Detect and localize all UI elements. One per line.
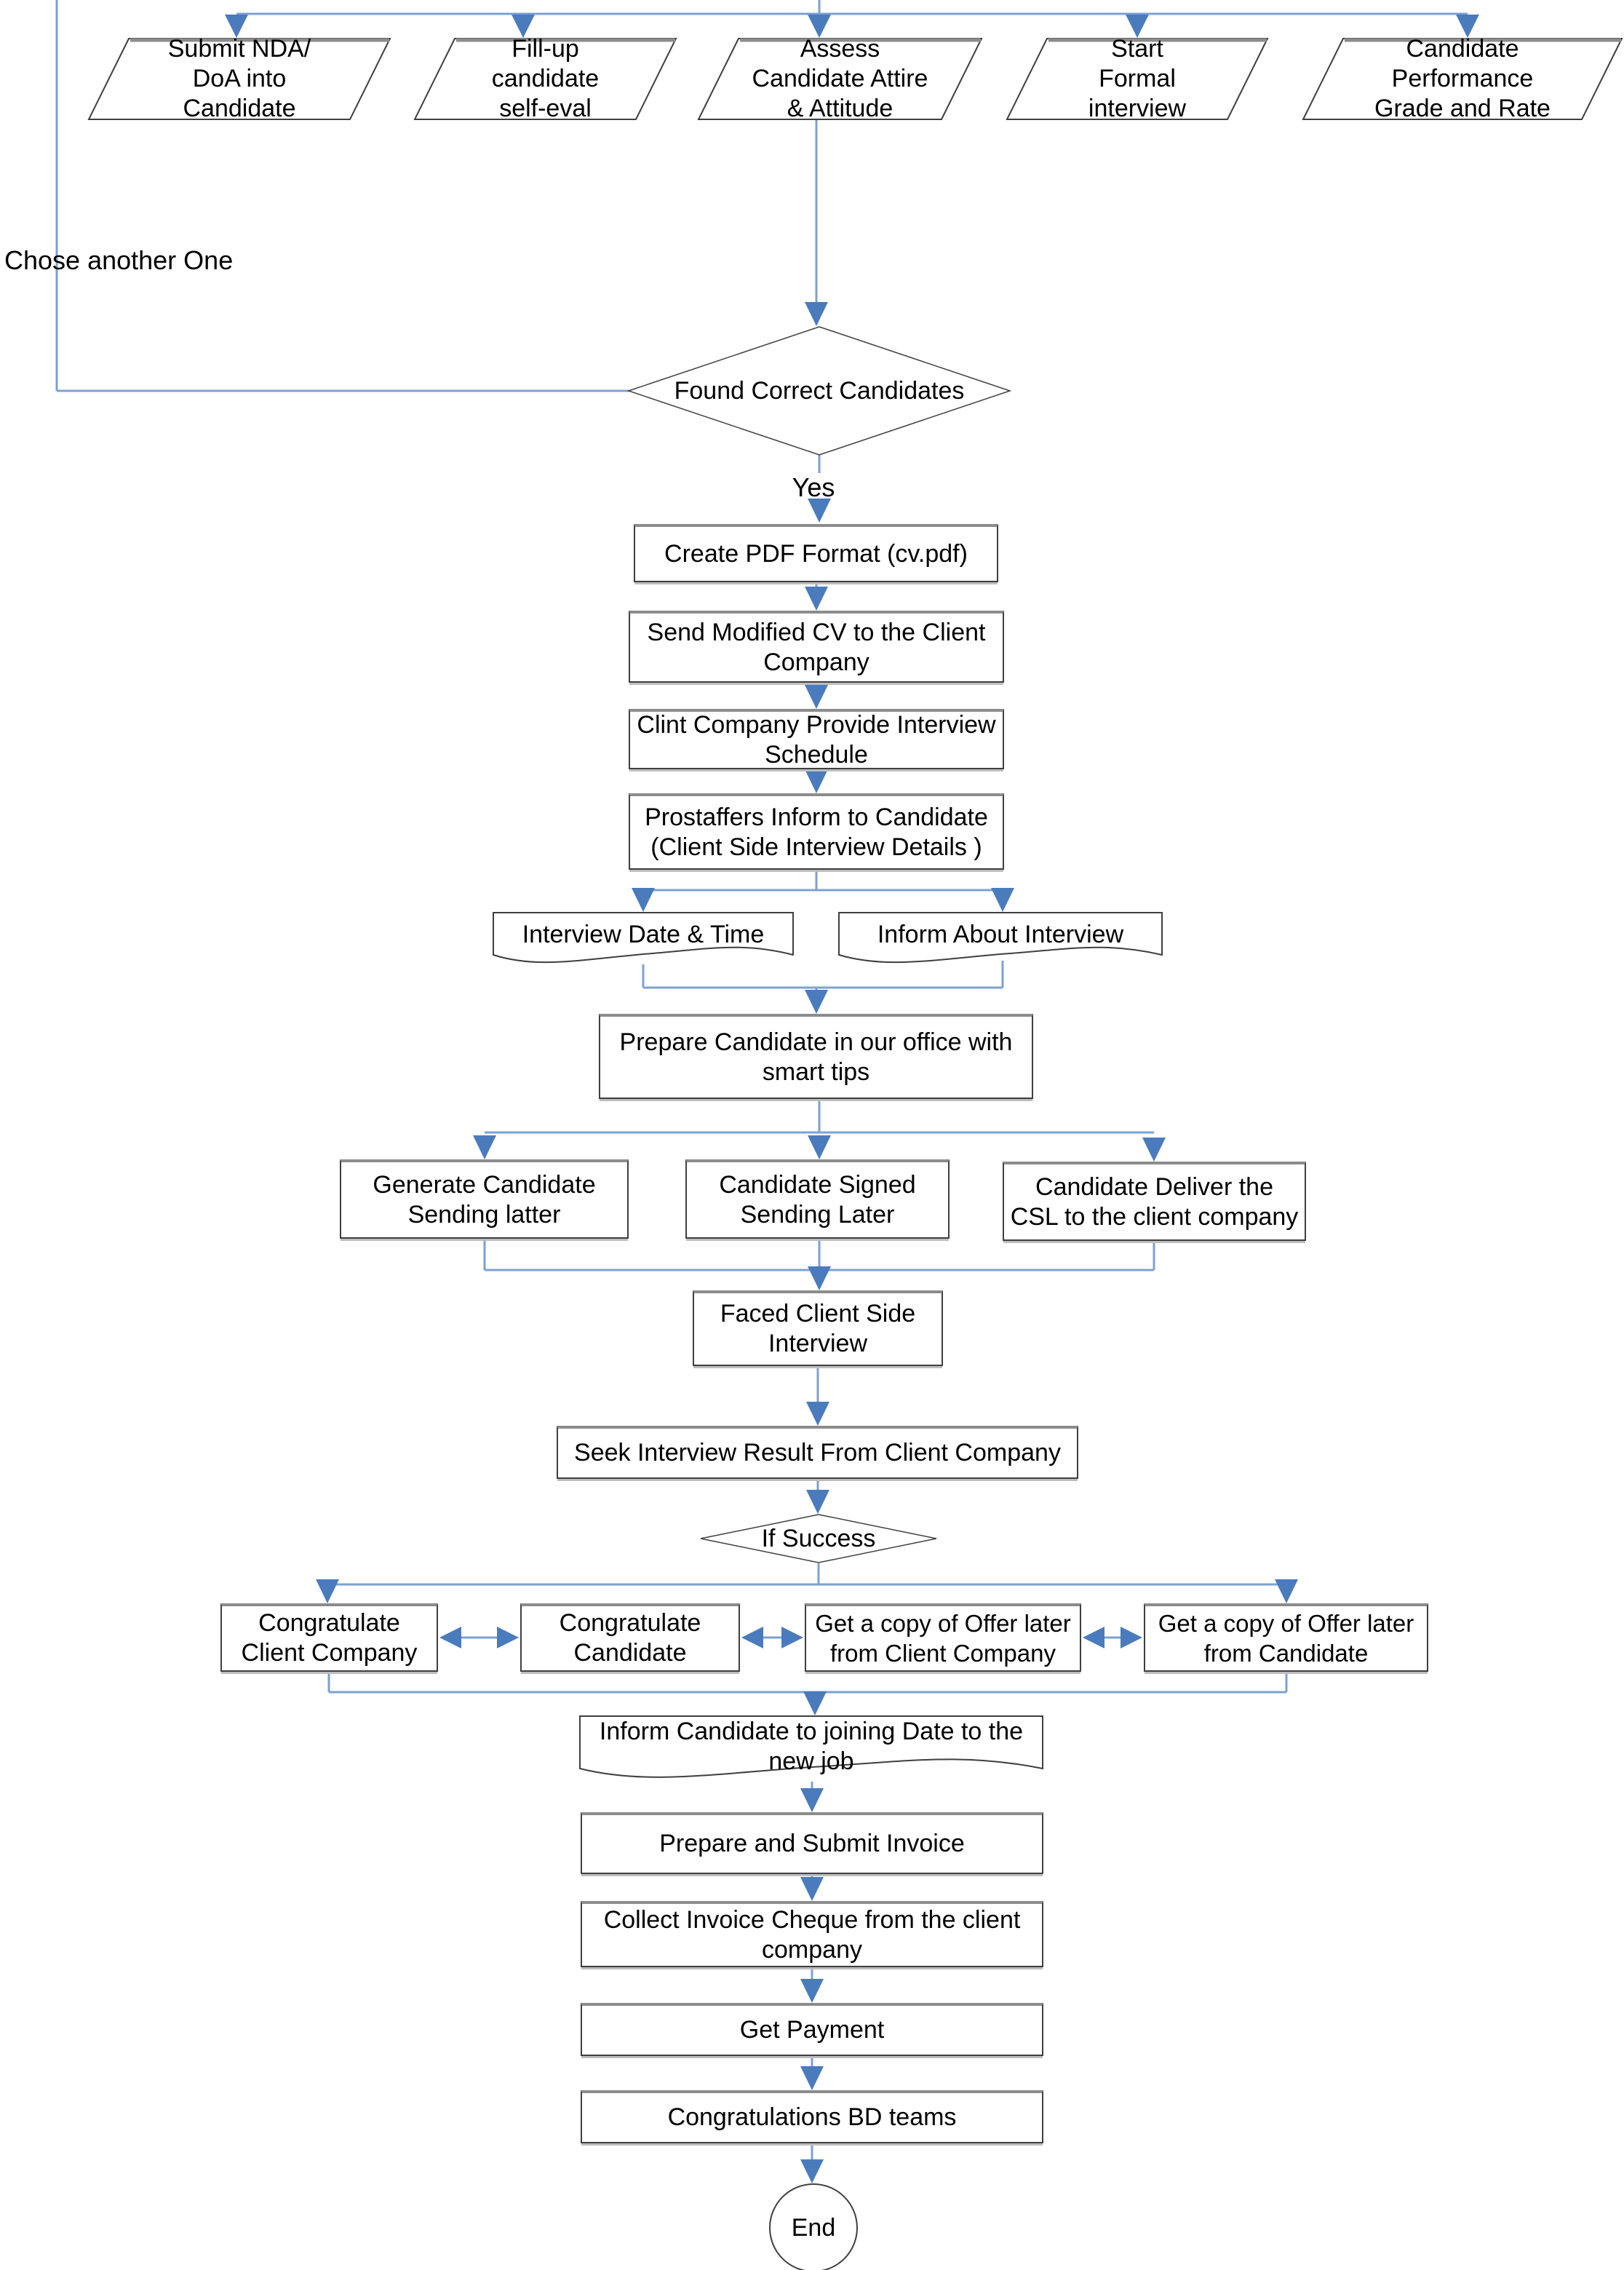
document-shape	[838, 912, 1163, 964]
parallelogram-shape	[1006, 38, 1269, 120]
node-label: Congratulate Client Company	[241, 1609, 418, 1667]
node-offer-from-candidate: Get a copy of Offer later from Candidate	[1144, 1603, 1428, 1672]
node-send-modified-cv: Send Modified CV to the Client Company	[629, 611, 1004, 683]
node-label: Seek Interview Result From Client Compan…	[574, 1439, 1061, 1467]
node-label: Congratulations BD teams	[667, 2103, 957, 2131]
node-faced-client-interview: Faced Client Side Interview	[693, 1290, 943, 1366]
label-chose-another-one: Chose another One	[4, 245, 234, 275]
node-generate-sending-letter: Generate Candidate Sending latter	[340, 1159, 629, 1239]
node-end: End	[769, 2183, 858, 2270]
node-label: Send Modified CV to the Client Company	[647, 618, 986, 676]
node-interview-date-time: Interview Date & Time	[493, 912, 794, 968]
node-create-pdf: Create PDF Format (cv.pdf)	[634, 524, 998, 582]
parallelogram-shape	[87, 38, 391, 120]
node-congratulate-client: Congratulate Client Company	[220, 1603, 438, 1672]
node-prepare-candidate: Prepare Candidate in our office with sma…	[599, 1014, 1033, 1099]
node-label: Congratulate Candidate	[559, 1609, 701, 1667]
node-label: Prostaffers Inform to Candidate (Client …	[645, 803, 988, 861]
node-performance-grade: Candidate Performance Grade and Rate	[1302, 35, 1623, 122]
node-label: Collect Invoice Cheque from the client c…	[603, 1905, 1021, 1964]
node-congratulate-candidate: Congratulate Candidate	[520, 1603, 740, 1672]
node-offer-from-client: Get a copy of Offer later from Client Co…	[805, 1603, 1081, 1672]
diamond-shape	[626, 326, 1012, 456]
node-label: Prepare and Submit Invoice	[659, 1830, 965, 1857]
node-start-formal-interview: Start Formal interview	[1006, 35, 1269, 122]
node-if-success: If Success	[700, 1514, 937, 1563]
node-get-payment: Get Payment	[581, 2003, 1043, 2056]
node-label: If Success	[761, 1524, 876, 1552]
node-candidate-deliver-csl: Candidate Deliver the CSL to the client …	[1003, 1162, 1306, 1241]
node-label: Start Formal interview	[1088, 35, 1187, 122]
node-label: Candidate Performance Grade and Rate	[1374, 35, 1551, 122]
node-label: Generate Candidate Sending latter	[373, 1170, 596, 1229]
node-label: Get Payment	[739, 2016, 885, 2044]
parallelogram-shape	[697, 38, 983, 120]
node-inform-about-interview: Inform About Interview	[838, 912, 1163, 968]
diamond-shape	[700, 1514, 937, 1563]
node-label: Assess Candidate Attire & Attitude	[752, 35, 928, 122]
node-label: Prepare Candidate in our office with sma…	[619, 1028, 1013, 1086]
label-yes: Yes	[792, 472, 835, 502]
parallelogram-shape	[413, 38, 677, 120]
node-label: Submit NDA/ DoA into Candidate	[167, 35, 311, 122]
node-client-interview-schedule: Clint Company Provide Interview Schedule	[629, 709, 1004, 769]
node-inform-joining-date: Inform Candidate to joining Date to the …	[579, 1715, 1043, 1788]
node-label: End	[791, 2213, 836, 2242]
node-label: Get a copy of Offer later from Candidate	[1158, 1610, 1414, 1667]
node-label: Create PDF Format (cv.pdf)	[664, 539, 968, 568]
node-label: Inform Candidate to joining Date to the …	[599, 1718, 1024, 1775]
node-candidate-signed-letter: Candidate Signed Sending Later	[685, 1159, 950, 1239]
node-prepare-submit-invoice: Prepare and Submit Invoice	[581, 1812, 1043, 1874]
document-shape	[493, 912, 794, 964]
node-collect-invoice-cheque: Collect Invoice Cheque from the client c…	[581, 1901, 1043, 1967]
node-congratulations-bd-teams: Congratulations BD teams	[581, 2090, 1043, 2143]
node-label: Fill-up candidate self-eval	[491, 35, 600, 122]
node-label: Interview Date & Time	[522, 921, 765, 948]
parallelogram-shape	[1302, 38, 1623, 120]
node-label: Get a copy of Offer later from Client Co…	[815, 1610, 1071, 1667]
node-submit-nda: Submit NDA/ DoA into Candidate	[87, 35, 391, 122]
node-fill-up: Fill-up candidate self-eval	[413, 35, 677, 122]
arrowheads	[225, 15, 1479, 2183]
node-label: Faced Client Side Interview	[720, 1300, 916, 1357]
connector-lines	[55, 0, 1468, 2160]
node-seek-interview-result: Seek Interview Result From Client Compan…	[557, 1426, 1078, 1479]
node-label: Inform About Interview	[877, 921, 1124, 948]
document-shape	[579, 1715, 1043, 1778]
node-label: Candidate Signed Sending Later	[719, 1170, 916, 1229]
node-label: Found Correct Candidates	[674, 376, 965, 405]
node-found-correct-candidates: Found Correct Candidates	[626, 326, 1012, 456]
node-label: Clint Company Provide Interview Schedule	[637, 710, 996, 769]
node-prostaffers-inform: Prostaffers Inform to Candidate (Client …	[629, 793, 1004, 870]
node-assess-attire: Assess Candidate Attire & Attitude	[697, 35, 983, 122]
node-label: Candidate Deliver the CSL to the client …	[1010, 1172, 1299, 1231]
